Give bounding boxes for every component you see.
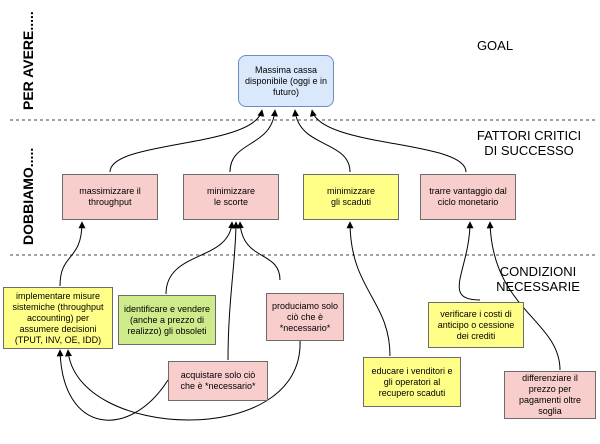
condition-produciamo: produciamo solo ciò che è *necessario* bbox=[266, 293, 344, 341]
level-condizioni: CONDIZIONI NECESSARIE bbox=[496, 264, 580, 294]
factor-scaduti: minimizzare gli scaduti bbox=[303, 174, 399, 220]
arrow-verificare-ciclo bbox=[458, 221, 481, 301]
arrow-produciamo-scorte bbox=[236, 221, 281, 281]
arrow-acquistare-misure bbox=[56, 349, 169, 421]
condition-acquistare: acquistare solo ciò che è *necessario* bbox=[168, 361, 268, 401]
factor-ciclo: trarre vantaggio dal ciclo monetario bbox=[420, 174, 516, 220]
level-goal: GOAL bbox=[476, 38, 514, 53]
arrow-scaduti-goal bbox=[292, 109, 351, 173]
arrow-produciamo-misure bbox=[65, 339, 301, 421]
arrow-obsoleti-scorte bbox=[165, 221, 236, 295]
factor-throughput: massimizzare il throughput bbox=[62, 174, 158, 220]
condition-educare: educare i venditori e gli operatori al r… bbox=[363, 357, 461, 407]
side-label-per-avere: PER AVERE..... bbox=[20, 11, 36, 110]
goal-box: Massima cassa disponibile (oggi e in fut… bbox=[238, 55, 334, 107]
condition-differenziare: differenziare il prezzo per pagamenti ol… bbox=[504, 371, 596, 419]
arrow-acquistare-scorte bbox=[227, 221, 240, 361]
arrow-throughput-goal bbox=[109, 109, 265, 173]
arrow-educare-scaduti bbox=[346, 221, 391, 357]
arrow-scorte-goal bbox=[229, 109, 278, 173]
arrow-misure-throughput bbox=[59, 221, 86, 287]
condition-misure: implementare misure sistemiche (throughp… bbox=[3, 287, 113, 349]
arrow-differenziare-ciclo bbox=[486, 221, 561, 371]
level-fattori: FATTORI CRITICI DI SUCCESSO bbox=[476, 128, 582, 158]
factor-scorte: minimizzare le scorte bbox=[183, 174, 279, 220]
side-label-dobbiamo: DOBBIAMO..... bbox=[20, 147, 36, 245]
condition-obsoleti: identificare e vendere (anche a prezzo d… bbox=[118, 295, 216, 345]
condition-verificare: verificare i costi di anticipo o cession… bbox=[428, 302, 524, 348]
arrow-ciclo-goal bbox=[309, 109, 467, 173]
